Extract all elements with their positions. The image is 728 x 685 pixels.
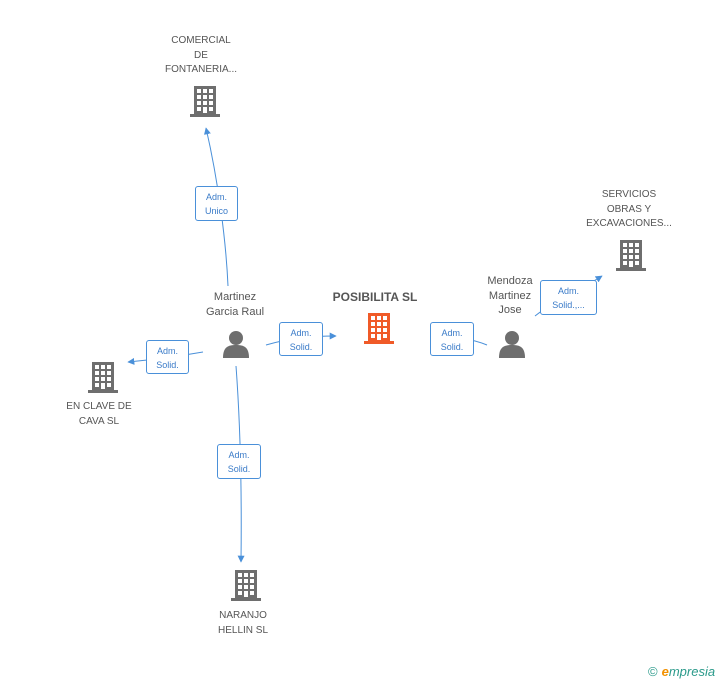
node-label-enclave: EN CLAVE DE CAVA SL — [66, 401, 132, 427]
building-icon — [231, 570, 261, 601]
node-label-servicios: SERVICIOS OBRAS Y EXCAVACIONES... — [586, 189, 672, 229]
building-icon — [364, 313, 394, 344]
copyright-icon: © — [648, 664, 658, 679]
brand-name: mpresia — [668, 664, 716, 679]
edge-label-mendoza-focus[interactable]: Adm. Solid. — [430, 322, 474, 356]
building-icon — [616, 240, 646, 271]
building-icon — [190, 86, 220, 117]
edge-label-martinez-focus[interactable]: Adm. Solid. — [279, 322, 323, 356]
node-label-comercial: COMERCIAL DE FONTANERIA... — [164, 35, 238, 75]
node-label-naranjo: NARANJO HELLIN SL — [217, 610, 269, 636]
edge-label-martinez-enclave[interactable]: Adm. Solid. — [146, 340, 189, 374]
node-label-martinez[interactable]: Martinez Garcia Raul — [205, 291, 265, 318]
node-label-focus[interactable]: POSIBILITA SL — [332, 290, 418, 304]
node-label-mendoza[interactable]: Mendoza Martinez Jose — [487, 275, 533, 316]
brand-logo: ©empresia — [648, 664, 715, 679]
building-icon — [88, 362, 118, 393]
person-icon — [223, 331, 249, 358]
brand-initial: e — [661, 664, 669, 679]
edge-label-martinez-comercial[interactable]: Adm. Unico — [195, 186, 238, 221]
edge-label-mendoza-servicios[interactable]: Adm. Solid.,... — [540, 280, 597, 315]
person-icon — [499, 331, 525, 358]
edge-label-martinez-naranjo[interactable]: Adm. Solid. — [217, 444, 261, 479]
